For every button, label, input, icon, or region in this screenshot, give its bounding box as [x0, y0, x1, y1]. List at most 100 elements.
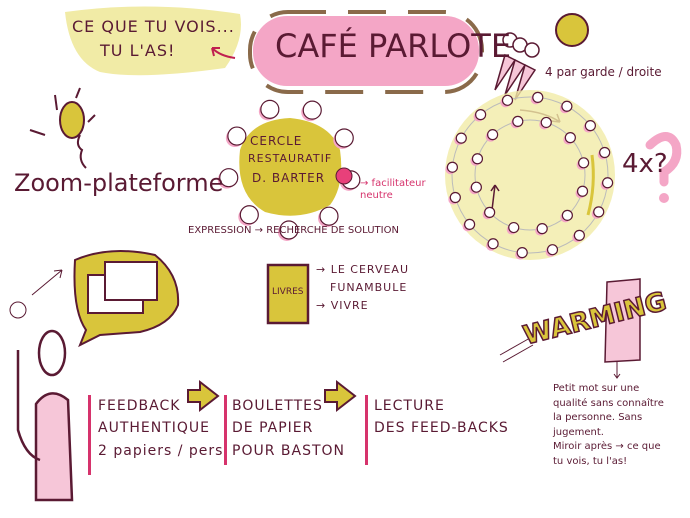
up-arrow — [490, 184, 500, 211]
title-dashed-border — [248, 10, 484, 94]
warming-note: Petit mot sur une qualité sans connaître… — [553, 382, 664, 469]
participant-dot — [302, 100, 322, 120]
note-line: Petit mot sur une — [553, 383, 640, 394]
book-item-2: → VIVRE — [316, 299, 369, 312]
participant-dot — [599, 146, 611, 159]
participant-dot — [471, 153, 484, 165]
circle-line-3: D. BARTER — [252, 171, 326, 185]
quote-bubble — [65, 6, 241, 76]
circle-line-2: RESTAURATIF — [248, 152, 333, 165]
question-dot — [659, 193, 669, 203]
warming-card — [604, 278, 641, 363]
arrow-to-quote — [211, 47, 236, 59]
step-line: 2 papiers / pers — [98, 442, 224, 459]
participant-dot — [561, 100, 573, 112]
circle-line-1: CERCLE — [250, 134, 303, 148]
participant-dot — [455, 132, 467, 144]
step-arrow-2 — [324, 379, 357, 413]
participant-dot — [501, 94, 514, 106]
virus-doodle — [9, 301, 27, 319]
people-icon — [494, 32, 540, 101]
participant-dot — [239, 205, 259, 225]
note-line: jugement. — [553, 426, 604, 438]
page-title: CAFÉ PARLOTE — [275, 27, 512, 65]
step-line: LECTURE — [374, 398, 445, 414]
participant-dot — [470, 181, 482, 193]
facilitator-label: → facilitateur neutre — [360, 178, 426, 201]
participant-dot — [446, 161, 458, 173]
speech-bubble-icon — [555, 13, 589, 47]
book-item-1: → LE CERVEAU — [316, 263, 410, 276]
step-1: FEEDBACK AUTHENTIQUE 2 papiers / pers — [98, 395, 223, 462]
rotation-mark — [586, 154, 595, 216]
note-line: tu vois, tu l'as! — [553, 455, 628, 467]
note-line: la personne. Sans — [553, 412, 643, 423]
participant-dot — [584, 120, 596, 132]
facilitator-dot — [335, 167, 353, 185]
step-bar-3 — [365, 395, 368, 465]
participant-dot — [219, 168, 239, 188]
participant-dot — [516, 247, 528, 259]
step-3: LECTURE DES FEED-BACKS — [374, 395, 509, 440]
participant-dot — [475, 109, 487, 121]
participant-dot — [508, 221, 520, 234]
step-line: POUR BASTON — [232, 442, 345, 459]
inner-ring — [474, 119, 586, 231]
participant-dot — [484, 206, 496, 218]
step-line: FEEDBACK — [98, 398, 181, 414]
person-head — [37, 329, 67, 377]
participant-dot — [487, 129, 499, 141]
participant-dot — [487, 238, 499, 250]
note-line: Miroir après → ce que — [553, 441, 661, 452]
screen-back — [104, 261, 158, 301]
participant-dot — [512, 115, 524, 127]
outer-ring — [451, 96, 609, 254]
step-line: DE PAPIER — [232, 420, 314, 437]
lightbulb-icon — [29, 87, 96, 169]
step-line: AUTHENTIQUE — [98, 420, 211, 437]
participant-dot — [540, 116, 552, 129]
participant-dot — [576, 185, 589, 197]
step-bar-2 — [224, 395, 227, 465]
participant-dot — [546, 244, 559, 256]
step-arrow-1 — [187, 379, 220, 413]
quote-line-1: CE QUE TU VOIS... — [72, 17, 235, 36]
books-label: LIVRES — [272, 287, 304, 297]
participant-dot — [464, 218, 476, 230]
repeat-label: 4x? — [622, 149, 668, 179]
step-line: DES FEED-BACKS — [374, 420, 509, 437]
person-arm — [16, 350, 41, 462]
down-arrow — [613, 362, 621, 379]
expression-flow: EXPRESSION → RECHERCHE DE SOLUTION — [188, 225, 399, 236]
restorative-circle-blob — [239, 118, 342, 216]
title-pill — [253, 16, 479, 86]
participant-dot — [319, 206, 339, 226]
small-arrow — [31, 269, 63, 296]
participant-dot — [593, 206, 605, 218]
participant-dot — [227, 126, 247, 146]
step-bar-1 — [88, 395, 91, 475]
participant-dot — [578, 157, 590, 169]
person-body — [34, 392, 74, 502]
step-line: BOULETTES — [232, 398, 323, 414]
participant-dot — [536, 223, 548, 235]
groups-caption: 4 par garde / droite — [545, 65, 662, 79]
participant-dot — [561, 209, 573, 221]
quote-line-2: TU L'AS! — [100, 41, 176, 60]
note-line: qualité sans connaître — [553, 397, 664, 409]
participants-dots — [445, 91, 614, 260]
participant-dot — [573, 229, 585, 241]
participant-dot — [564, 132, 576, 144]
participant-dot — [602, 177, 614, 189]
participant-dot — [532, 91, 544, 103]
question-mark-icon — [645, 132, 682, 187]
speed-lines — [499, 337, 534, 363]
participant-dot — [334, 128, 354, 148]
participant-dot — [260, 99, 280, 119]
participant-dot — [449, 191, 461, 204]
zoom-label: Zoom-plateforme — [14, 169, 224, 197]
group-circle-area — [445, 90, 615, 260]
step-2: BOULETTES DE PAPIER POUR BASTON — [232, 395, 345, 462]
book-item-1b: FUNAMBULE — [330, 281, 408, 294]
